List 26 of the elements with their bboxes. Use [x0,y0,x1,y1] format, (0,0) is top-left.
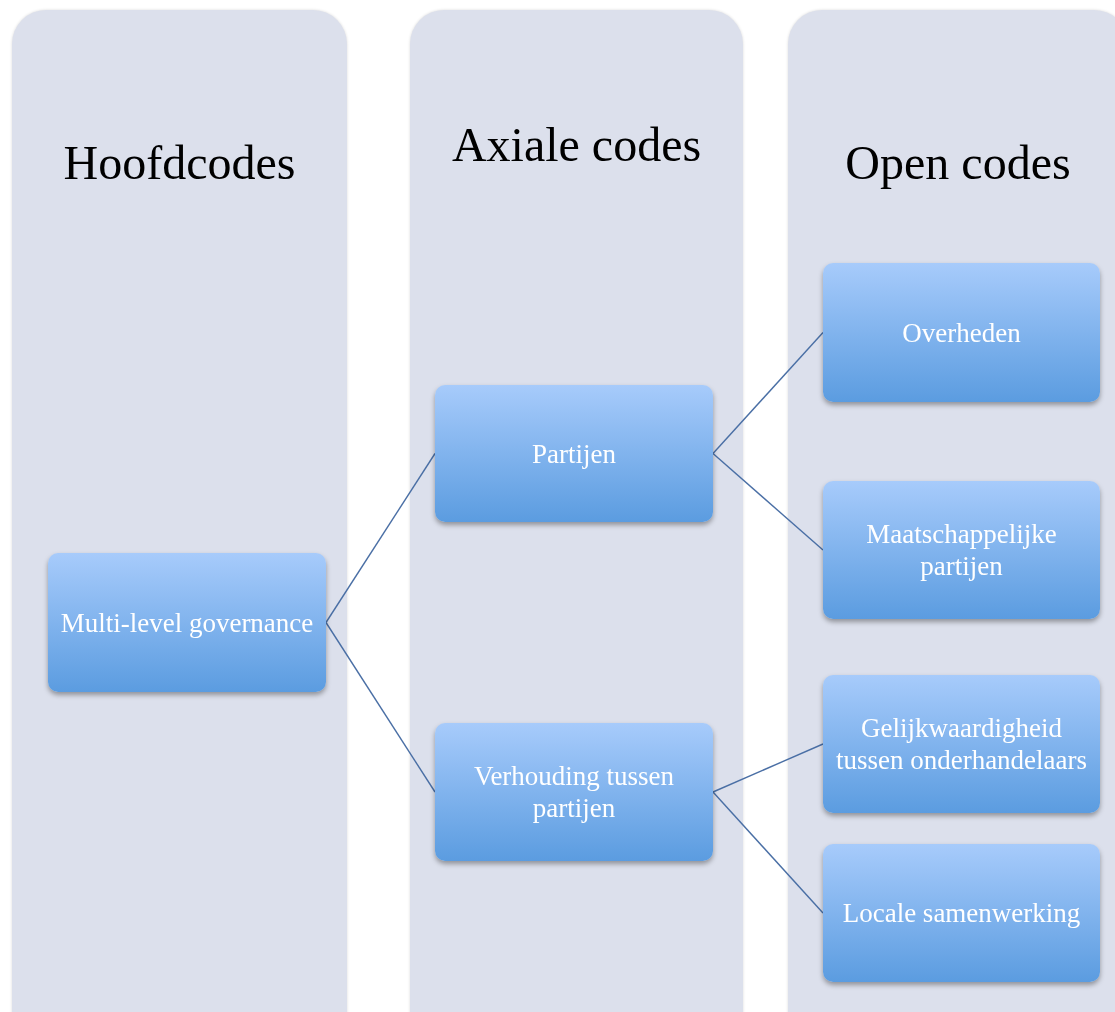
code-label: Gelijkwaardigheid tussen onderhandelaars [834,712,1089,776]
code-box [823,675,1100,813]
code-label: Multi-level governance [59,606,315,639]
column-heading: Axiale codes [450,117,703,172]
code-box [823,844,1100,982]
code-box [435,723,713,861]
connector-line [712,452,824,551]
code-box [435,385,713,522]
column-panel [410,10,743,1012]
code-label: Partijen [531,437,617,470]
connector-line [712,331,824,455]
column-heading: Open codes [844,135,1072,190]
column-panel [12,10,347,1012]
connector-line [712,791,824,914]
code-label: Maatschappelijke partijen [865,518,1058,582]
connector-line [325,452,436,624]
column-heading: Hoofdcodes [62,135,297,190]
code-box [823,481,1100,619]
column-panel [788,10,1115,1012]
connector-line [325,621,436,793]
connector-line [712,743,824,793]
code-label: Locale samenwerking [841,897,1082,929]
code-label: Verhouding tussen partijen [472,760,676,824]
code-box [823,263,1100,402]
code-label: Overheden [901,316,1022,349]
code-box [48,553,326,692]
